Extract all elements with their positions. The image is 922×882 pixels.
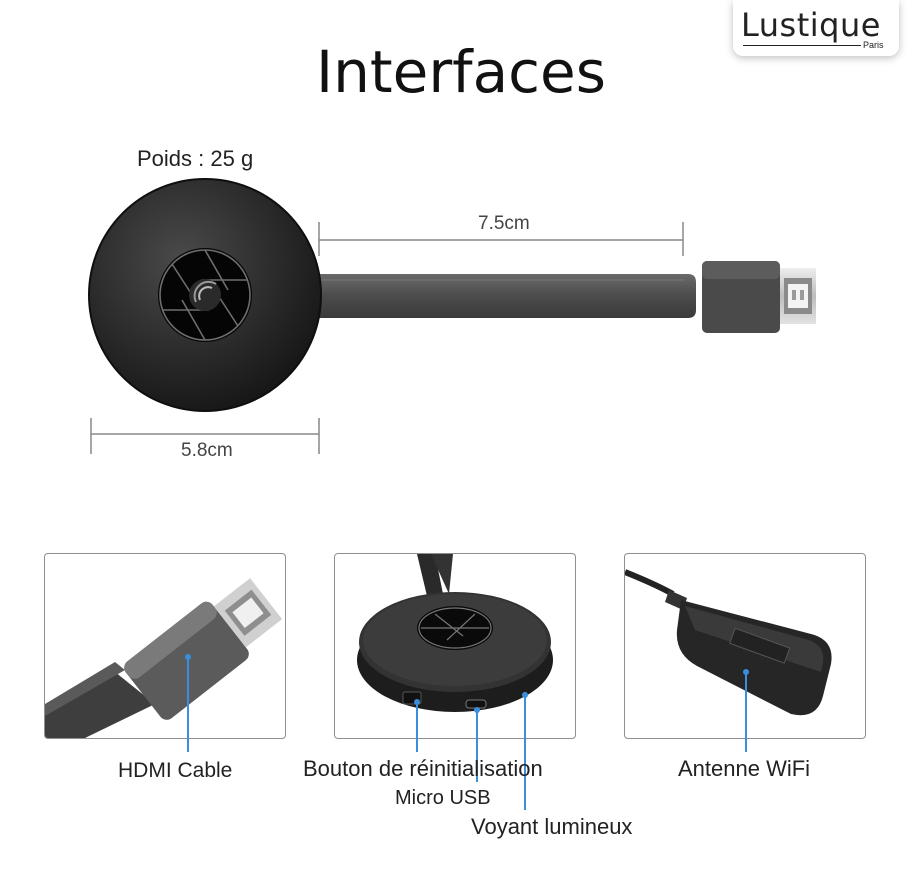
main-device-illustration <box>88 178 816 454</box>
device-side-illustration <box>357 554 553 712</box>
wifi-antenna-panel <box>624 553 866 739</box>
hdmi-connector <box>702 261 816 333</box>
brand-subtitle: Paris <box>863 40 884 50</box>
hdmi-cable-caption: HDMI Cable <box>118 759 233 782</box>
flat-cable <box>300 274 696 318</box>
hdmi-cable-illustration <box>45 578 283 738</box>
brand-logo: Lustique Paris <box>733 0 899 56</box>
cable-length-label: 7.5cm <box>478 213 530 234</box>
reset-button-caption: Bouton de réinitialisation <box>303 756 543 781</box>
hdmi-cable-panel <box>44 553 286 739</box>
brand-underline <box>743 45 861 46</box>
wifi-antenna-illustration <box>625 569 832 716</box>
wifi-antenna-caption: Antenne WiFi <box>678 756 811 781</box>
led-indicator-caption: Voyant lumineux <box>471 814 633 839</box>
page-title: Interfaces <box>316 38 606 106</box>
device-panel <box>334 553 576 739</box>
weight-label: Poids : 25 g <box>137 146 254 171</box>
micro-usb-caption: Micro USB <box>395 787 491 809</box>
device-disc <box>88 178 322 412</box>
cable-length-dimension <box>318 222 684 256</box>
diameter-label: 5.8cm <box>181 440 233 461</box>
diameter-dimension <box>90 418 320 454</box>
brand-name: Lustique <box>741 6 881 44</box>
